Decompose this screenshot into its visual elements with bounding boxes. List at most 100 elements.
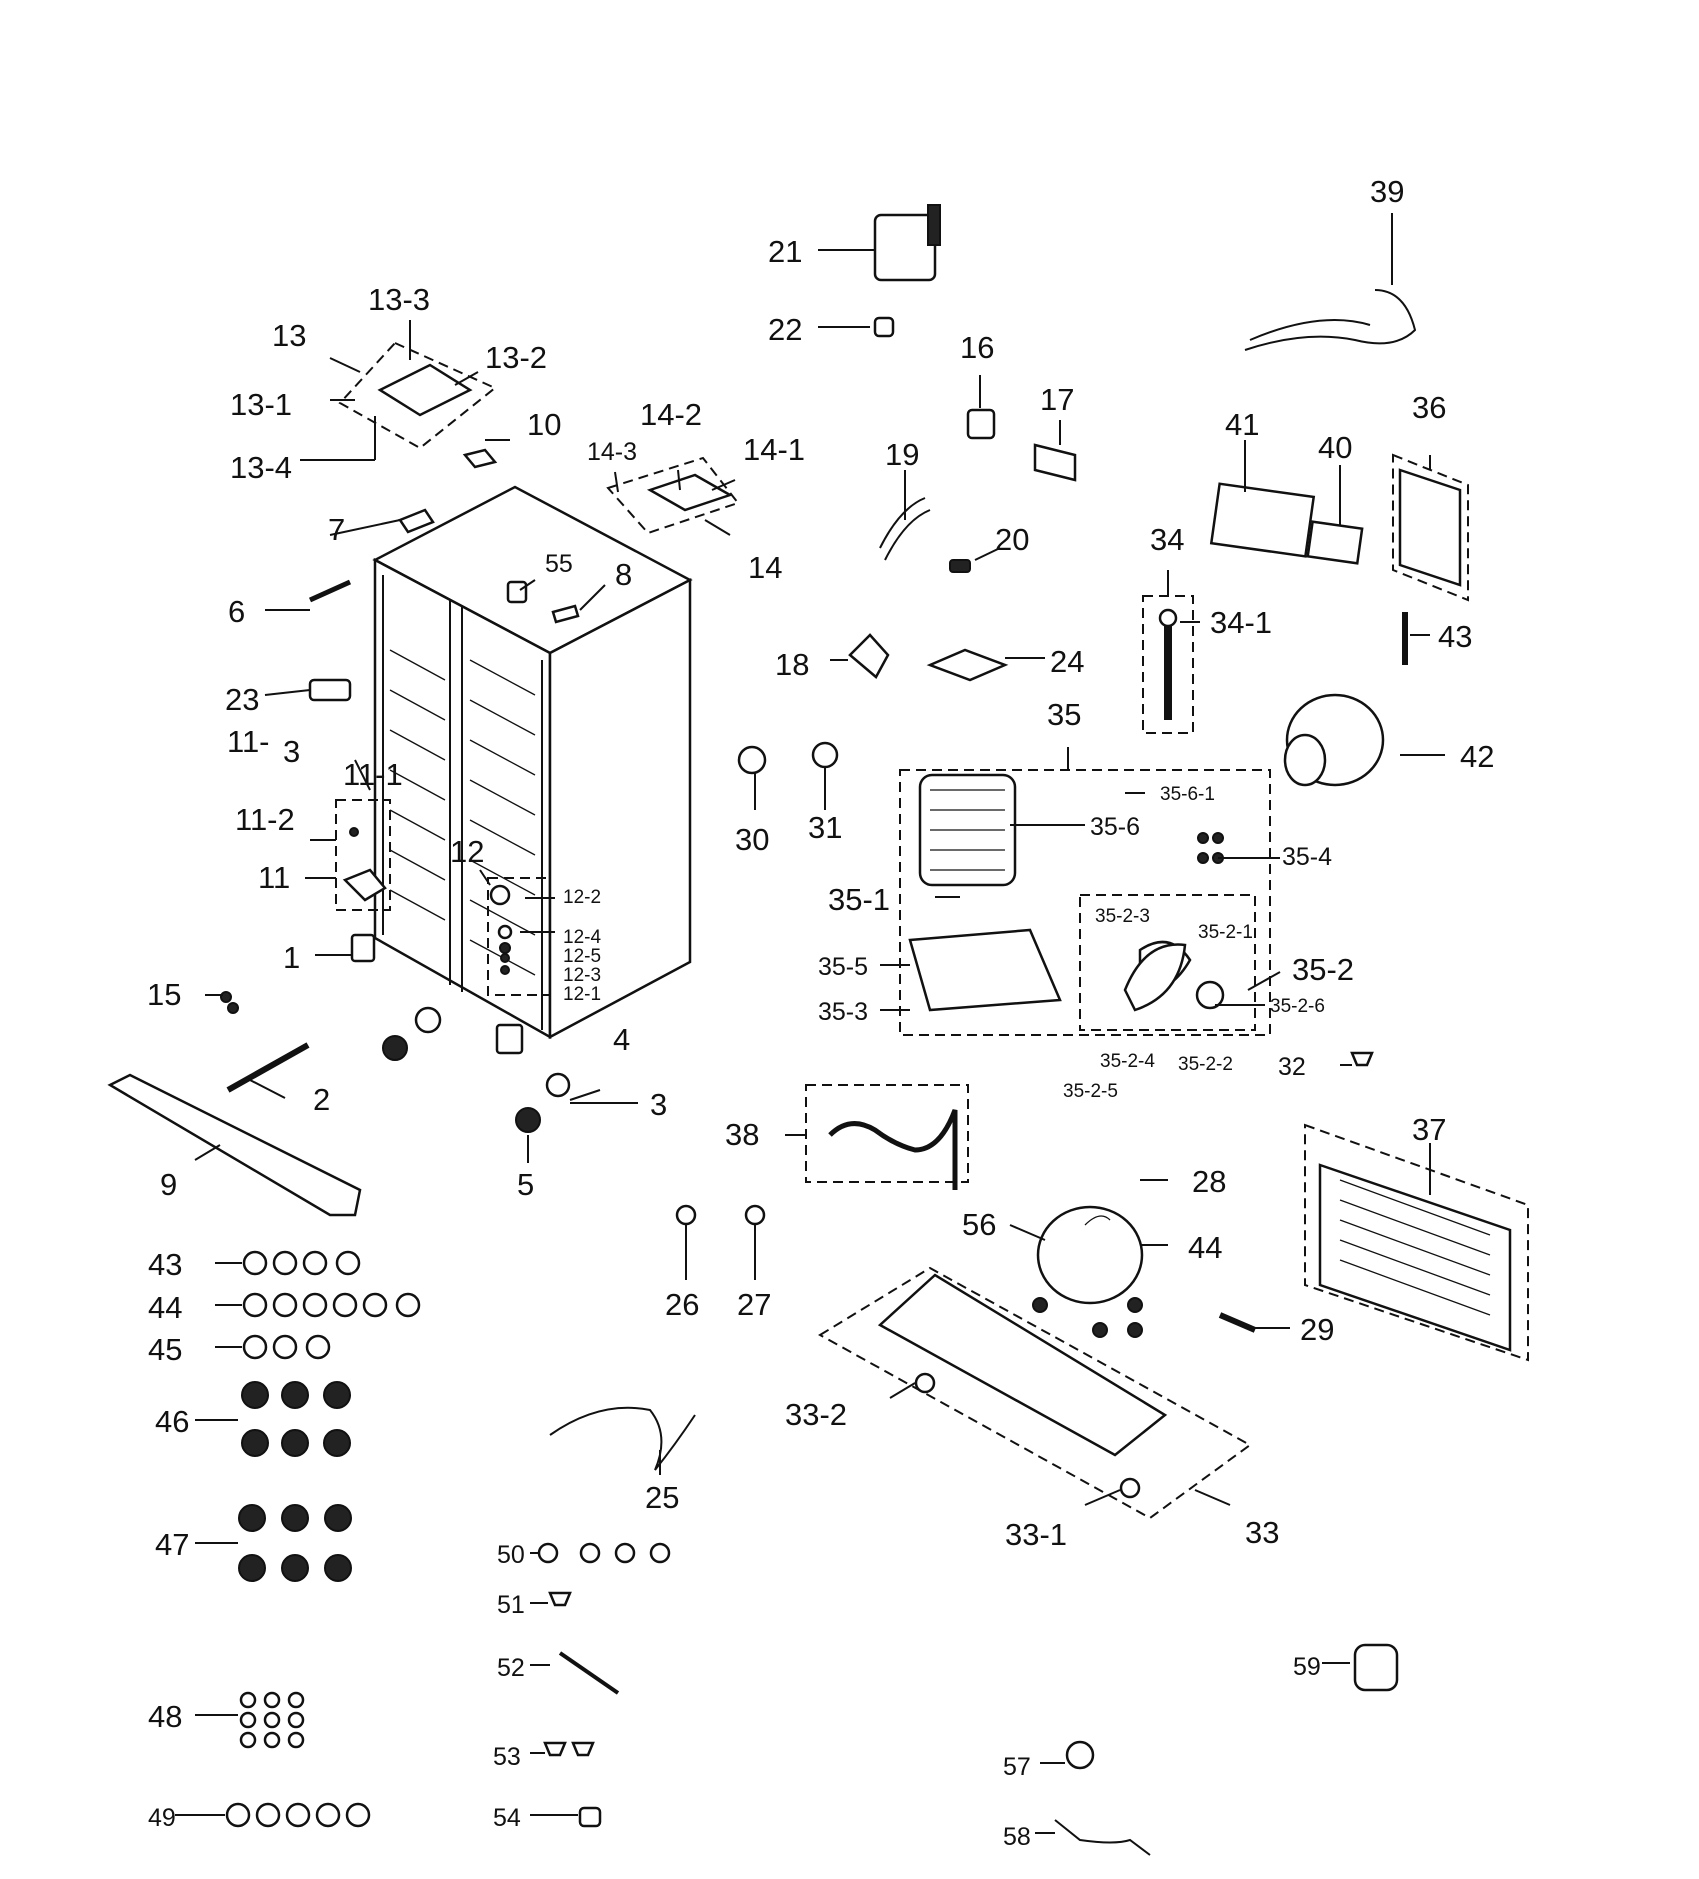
rail-icon — [226, 1042, 310, 1093]
cap-cup-icon — [1353, 1643, 1399, 1692]
label-17: 17 — [1040, 382, 1074, 417]
label-40: 40 — [1318, 430, 1352, 465]
roller-icon-2 — [545, 1072, 571, 1098]
label-14-3: 14-3 — [587, 438, 637, 466]
label-21: 21 — [768, 234, 802, 269]
screw-icon — [1350, 1051, 1374, 1067]
label-44b: 44 — [148, 1290, 182, 1325]
label-14-2: 14-2 — [640, 397, 702, 432]
label-35-1: 35-1 — [828, 882, 890, 917]
callout-labels: 1 2 3 4 5 6 7 8 9 10 11 11-1 11-2 11- 3 … — [147, 174, 1494, 1851]
label-16: 16 — [960, 330, 994, 365]
label-11-3a: 11- — [227, 724, 270, 759]
label-13: 13 — [272, 318, 306, 353]
label-57: 57 — [1003, 1753, 1031, 1781]
label-1: 1 — [283, 940, 300, 975]
water-valve-icon — [873, 213, 937, 282]
label-30: 30 — [735, 822, 769, 857]
tube-icon — [879, 497, 931, 561]
label-35-2-1: 35-2-1 — [1198, 922, 1253, 943]
label-43: 43 — [1438, 619, 1472, 654]
bushing-icon — [811, 741, 839, 769]
label-8: 8 — [615, 557, 632, 592]
label-11: 11 — [258, 860, 290, 895]
back-panel-icon — [1318, 1163, 1512, 1352]
cap-54-icon — [578, 1806, 602, 1828]
label-35-3: 35-3 — [818, 998, 868, 1026]
label-14-1: 14-1 — [743, 432, 805, 467]
pin-52-icon — [558, 1651, 620, 1695]
sensor-wire-icon — [1054, 1819, 1151, 1856]
main-pcb-icon — [1209, 482, 1316, 558]
grommet-icon — [737, 745, 767, 775]
label-54: 54 — [493, 1804, 521, 1832]
label-35-6: 35-6 — [1090, 813, 1140, 841]
screw-row-46-icon — [241, 1381, 351, 1457]
label-47: 47 — [155, 1527, 189, 1562]
bracket-icon — [1033, 443, 1077, 482]
screw-sets — [225, 1250, 671, 1828]
base-cover-icon — [107, 1073, 362, 1217]
label-50: 50 — [497, 1541, 525, 1569]
label-35-4: 35-4 — [1282, 843, 1332, 871]
label-59: 59 — [1293, 1653, 1321, 1681]
label-12-5: 12-5 — [563, 946, 601, 967]
screw-51-icon — [548, 1591, 572, 1607]
clip-8-icon — [551, 604, 580, 624]
valve-cap-icon — [873, 316, 895, 338]
fan-shroud-icon — [1123, 943, 1187, 1012]
label-31: 31 — [808, 810, 842, 845]
label-22: 22 — [768, 312, 802, 347]
part-icons — [107, 204, 1512, 1856]
label-53: 53 — [493, 1743, 521, 1771]
label-33: 33 — [1245, 1515, 1279, 1550]
clip-icon — [949, 559, 971, 573]
screw-row-50-icon — [537, 1542, 671, 1564]
label-19: 19 — [885, 437, 919, 472]
label-11-2: 11-2 — [235, 802, 295, 837]
label-29: 29 — [1300, 1312, 1334, 1347]
label-27: 27 — [737, 1287, 771, 1322]
power-cord-icon — [828, 1109, 958, 1190]
label-20: 20 — [995, 522, 1029, 557]
label-35-2-4: 35-2-4 — [1100, 1051, 1155, 1072]
label-39: 39 — [1370, 174, 1404, 209]
rubber-foot-icon — [675, 1204, 697, 1226]
label-13-4: 13-4 — [230, 450, 292, 485]
label-51: 51 — [497, 1591, 525, 1619]
label-36: 36 — [1412, 390, 1446, 425]
label-13-2: 13-2 — [485, 340, 547, 375]
ground-wire-icon — [549, 1406, 696, 1471]
label-37: 37 — [1412, 1112, 1446, 1147]
cabinet-body — [372, 485, 693, 1040]
label-32: 32 — [1278, 1053, 1306, 1081]
label-2: 2 — [313, 1082, 330, 1117]
label-34-1: 34-1 — [1210, 605, 1272, 640]
screw-row-43-icon — [242, 1250, 361, 1276]
roller-icon — [414, 1006, 442, 1034]
screw-row-45-icon — [242, 1334, 331, 1360]
label-4: 4 — [613, 1022, 630, 1057]
label-35-5: 35-5 — [818, 953, 868, 981]
label-45: 45 — [148, 1332, 182, 1367]
hinge-lower-icon — [495, 1023, 524, 1055]
label-9: 9 — [160, 1167, 177, 1202]
control-cover-icon — [1398, 468, 1462, 587]
label-12-1: 12-1 — [563, 984, 601, 1005]
label-12-2: 12-2 — [563, 887, 601, 908]
compressor-icon — [1036, 1205, 1144, 1305]
screw-row-47-icon — [238, 1504, 352, 1582]
screw-row-49-icon — [225, 1802, 371, 1828]
base-plate-icon — [877, 1273, 1168, 1457]
label-56: 56 — [962, 1207, 996, 1242]
coil-tray-icon — [908, 928, 1062, 1012]
label-38: 38 — [725, 1117, 759, 1152]
label-28: 28 — [1192, 1164, 1226, 1199]
hinge-bottom-icon — [350, 933, 376, 963]
label-35-2-6: 35-2-6 — [1270, 996, 1325, 1017]
label-42: 42 — [1460, 739, 1494, 774]
screw-row-44-icon — [242, 1292, 421, 1318]
cover-hinge-icon — [462, 448, 498, 469]
label-43b: 43 — [148, 1247, 182, 1282]
